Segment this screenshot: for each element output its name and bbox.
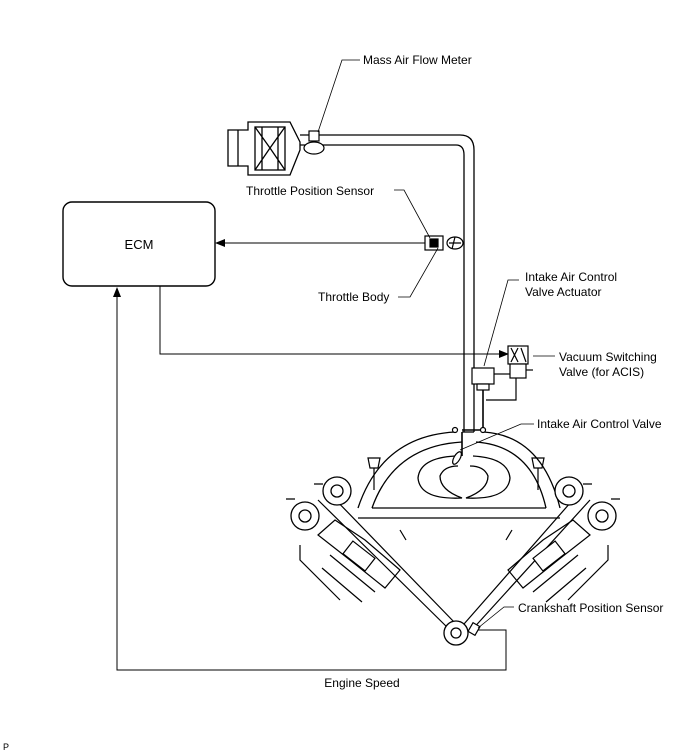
intake-air-control-valve: [451, 426, 487, 465]
vacuum-switching-valve-label-1: Vacuum Switching: [559, 350, 657, 364]
crankshaft-position-sensor: [467, 621, 481, 637]
engine-block: [299, 457, 609, 633]
corner-mark: P: [3, 742, 9, 752]
crankshaft-pulley: [443, 620, 469, 646]
throttle-position-sensor-label: Throttle Position Sensor: [246, 184, 374, 198]
mass-air-flow-meter-label: Mass Air Flow Meter: [363, 53, 472, 67]
camshaft-pulleys: [286, 476, 620, 531]
engine-speed-label: Engine Speed: [324, 676, 399, 690]
intake-air-duct: [227, 121, 475, 433]
vacuum-switching-valve: [507, 345, 533, 379]
crankshaft-position-sensor-label: Crankshaft Position Sensor: [518, 601, 663, 615]
throttle-body-label: Throttle Body: [318, 290, 389, 304]
leader-lines: [317, 59, 534, 629]
engine-speed-signal-arrow: [113, 287, 507, 671]
intake-air-control-valve-label: Intake Air Control Valve: [537, 417, 662, 431]
intake-air-control-valve-actuator-label-1: Intake Air Control: [525, 270, 617, 284]
throttle-body: [424, 235, 464, 251]
intake-air-control-valve-actuator: [471, 367, 517, 428]
intake-plenum: [357, 431, 561, 519]
ecm-box: ECM: [62, 201, 216, 287]
vacuum-switching-valve-label-2: Valve (for ACIS): [559, 365, 644, 379]
intake-air-control-valve-actuator-label-2: Valve Actuator: [525, 285, 602, 299]
ecm-label: ECM: [125, 237, 154, 252]
vsv-control-arrow: [159, 286, 509, 358]
mass-air-flow-meter-sensor: [303, 130, 325, 155]
